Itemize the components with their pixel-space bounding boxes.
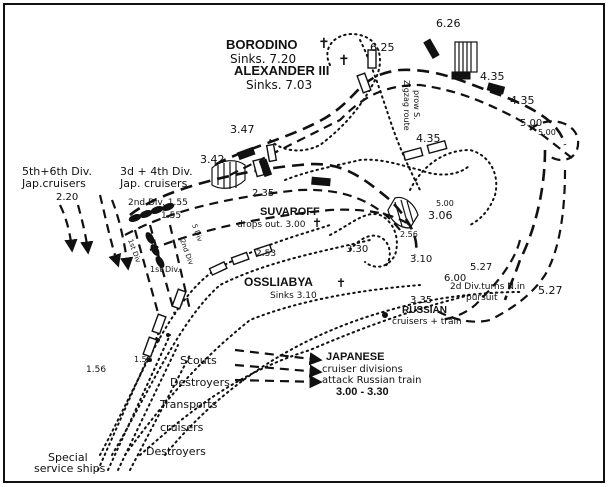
route-prow-label: prow S. — [412, 90, 421, 120]
japanese-ship-icon — [451, 71, 471, 80]
russian-label: RUSSIAN — [402, 305, 447, 316]
borodino-sinks-label: Sinks. 7.20 — [230, 52, 296, 66]
time-label: 3.47 — [230, 123, 255, 136]
div34-label: 3d + 4th Div. — [120, 165, 193, 178]
time-labels: 6.26 6.25 4.35 4.35 5.00 5.00 4.35 3.47 … — [56, 17, 563, 375]
russian-ship-icon — [265, 143, 278, 163]
time-label: 1.55 — [161, 211, 181, 221]
time-label: 1.56 — [86, 365, 106, 375]
russian-ship-icon — [171, 288, 187, 310]
time-label: 4.35 — [510, 94, 535, 107]
time-label: 3.35 — [410, 295, 432, 306]
borodino-label: BORODINO — [226, 37, 298, 52]
time-label: 2.53 — [256, 249, 276, 259]
time-label: 5.00 — [520, 118, 542, 129]
div2-turns-sub-label: pursuit — [466, 293, 498, 303]
route-zigzag-label: Zigzag route — [402, 80, 411, 131]
japanese-ship-icon — [423, 38, 440, 59]
sinking-cross-icon: ✝ — [336, 276, 346, 290]
scout-dot — [156, 338, 160, 342]
suvaroff-sub-label: drops out. 3.00 — [237, 220, 306, 230]
japanese-ship-icon — [258, 158, 273, 178]
ship-tracks — [59, 33, 580, 471]
map-frame — [3, 3, 605, 483]
time-label: 3.30 — [346, 244, 368, 255]
time-label: 1.55 — [134, 355, 152, 364]
transports-label: Transports — [159, 398, 218, 411]
div1-label: 1st Div. — [150, 265, 180, 274]
div56-label: 5th+6th Div. — [22, 165, 92, 178]
japanese-legend-line1: cruiser divisions — [322, 364, 403, 375]
scout-dot — [166, 333, 170, 337]
russian-ship-icon — [356, 72, 372, 94]
time-label: 5.27 — [470, 262, 492, 273]
sinking-cross-icon: ✝ — [318, 36, 330, 52]
russian-ship-icon — [142, 336, 158, 358]
japanese-ship-icon — [236, 146, 256, 161]
alexander-sinks-label: Sinks. 7.03 — [246, 78, 312, 92]
time-label: 2.35 — [252, 188, 274, 199]
japanese-legend-time: 3.00 - 3.30 — [336, 386, 389, 398]
russian-ship-icon — [253, 243, 273, 258]
div2-turns-label: 2d Div.turns N.in — [450, 282, 525, 292]
time-label: 6.25 — [370, 41, 395, 54]
cruisers-label: cruisers — [160, 421, 204, 434]
div34-sub-label: Jap. cruisers — [119, 177, 188, 190]
scout-dot — [148, 358, 152, 362]
time-label: 4.35 — [416, 132, 441, 145]
alexander-label: ALEXANDER III — [234, 63, 329, 78]
formation-hatch — [211, 41, 478, 229]
japanese-ship-icon — [150, 244, 160, 256]
destroyers2-label: Destroyers — [146, 445, 206, 458]
sinking-cross-icon: ✝ — [312, 216, 322, 230]
japanese-legend-title: JAPANESE — [326, 351, 384, 363]
russian-ship-icon — [402, 146, 424, 162]
russian-ship-icon — [230, 251, 250, 266]
sinking-cross-icon: ✝ — [338, 53, 350, 69]
div56-sub-label: Jap.cruisers — [21, 177, 86, 190]
time-label: 5.00 — [436, 199, 454, 208]
time-label: 4.35 — [480, 70, 505, 83]
time-label: 5.00 — [538, 128, 556, 137]
russian-ship-icon — [367, 49, 377, 69]
destroyers1-label: Destroyers — [170, 376, 230, 389]
time-label: 3.06 — [428, 209, 453, 222]
osslyabya-label: OSSLIABYA — [244, 275, 313, 289]
time-label: 3.10 — [410, 254, 432, 265]
time-label: 3.42 — [200, 153, 225, 166]
russian-sub-label: cruisers + train — [392, 317, 462, 327]
ship-symbols: ✝ ✝ ✝ ✝ — [128, 36, 506, 362]
japanese-ship-icon — [486, 82, 506, 95]
div2-label: 2nd Div. 1.55 — [128, 198, 188, 208]
russian-ship-icon — [151, 313, 167, 335]
time-label: 6.26 — [436, 17, 461, 30]
osslyabya-sub-label: Sinks 3.10 — [270, 291, 317, 301]
japanese-ship-icon — [155, 256, 165, 268]
scout-dot — [382, 312, 388, 318]
japanese-ship-icon — [311, 176, 331, 187]
time-label: 2.20 — [56, 192, 78, 203]
time-label: 2.56 — [400, 230, 418, 239]
special-sub-label: service ships — [34, 462, 106, 475]
russian-ship-icon — [208, 260, 228, 276]
special-label: Special — [48, 451, 88, 464]
suvaroff-label: SUVAROFF — [260, 206, 320, 218]
time-label: 5.27 — [538, 284, 563, 297]
russian-ship-icon — [426, 139, 448, 155]
japanese-ship-icon — [145, 232, 155, 244]
time-label: 6.00 — [444, 273, 466, 284]
japanese-legend-line2: attack Russian train — [322, 375, 422, 386]
place-labels: BORODINO Sinks. 7.20 ALEXANDER III Sinks… — [21, 37, 525, 475]
japanese-ship-icon — [161, 203, 175, 211]
scouts-label: Scouts — [180, 354, 217, 367]
